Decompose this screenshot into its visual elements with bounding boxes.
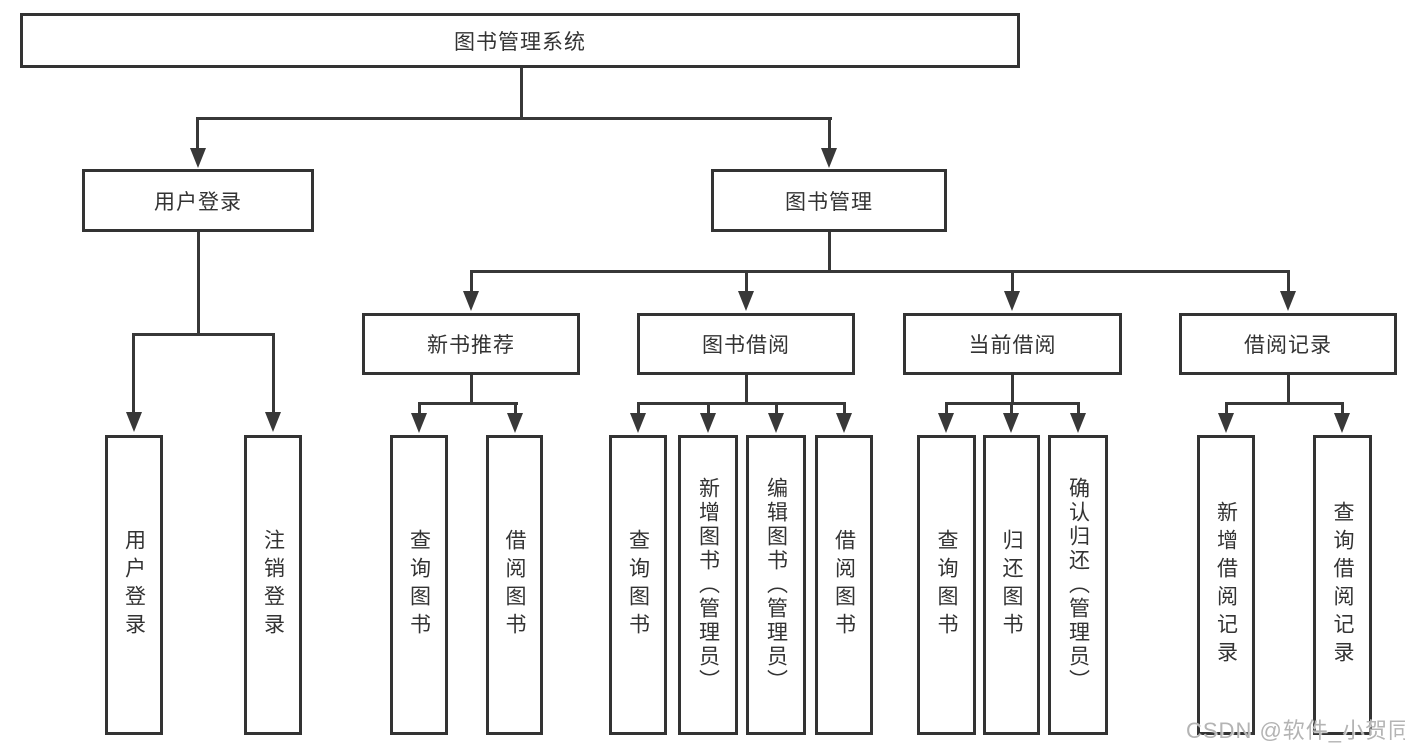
arrow-down-icon [1334,413,1350,433]
arrow-down-icon [463,291,479,311]
arrow-down-icon [938,413,954,433]
connector-drop-book-borrow [745,270,748,293]
csdn-watermark: CSDN @软件_小贺同学 [1186,718,1405,743]
arrow-down-icon [1003,413,1019,433]
connector-user-login-stem [197,232,200,335]
leaf-borrow-book-rec: 借阅图书 [486,435,543,735]
arrow-down-icon [738,291,754,311]
leaf-add-borrow-record-label: 新增借阅记录 [1214,501,1238,669]
leaf-add-book-admin: 新增图书（管理员） [678,435,738,735]
connector-drop [945,402,948,415]
node-borrow-records-label: 借阅记录 [1244,334,1332,357]
arrow-down-icon [821,148,837,168]
leaf-logout-label: 注销登录 [261,529,285,641]
connector-drop [1341,402,1344,415]
connector-root-rail [197,117,832,120]
arrow-down-icon [836,413,852,433]
connector-drop-borrow-records [1287,270,1290,293]
leaf-user-login-label: 用户登录 [122,529,146,641]
connector-drop [707,402,710,415]
leaf-borrow-book: 借阅图书 [815,435,873,735]
connector-drop [843,402,846,415]
connector-drop-new-book [470,270,473,293]
leaf-borrow-book-label: 借阅图书 [832,529,856,641]
connector-borrow-records-stem [1287,375,1290,405]
arrow-down-icon [1280,291,1296,311]
arrow-down-icon [768,413,784,433]
connector-book-borrow-stem [745,375,748,405]
leaf-query-borrow-record: 查询借阅记录 [1313,435,1372,735]
connector-drop-current-borrow [1011,270,1014,293]
arrow-down-icon [1218,413,1234,433]
node-current-borrow-label: 当前借阅 [968,334,1057,357]
node-user-login-label: 用户登录 [154,190,242,214]
node-book-borrow-label: 图书借阅 [702,334,790,357]
connector-new-book-rail [418,402,518,405]
leaf-add-borrow-record: 新增借阅记录 [1197,435,1255,735]
connector-drop [637,402,640,415]
leaf-return-book-label: 归还图书 [1000,529,1023,641]
node-book-borrow: 图书借阅 [637,313,855,375]
connector-borrow-records-rail [1225,402,1344,405]
connector-current-borrow-stem [1011,375,1014,405]
leaf-query-book-current-label: 查询图书 [935,529,958,641]
node-book-mgmt-label: 图书管理 [785,190,873,214]
arrow-down-icon [1070,413,1086,433]
node-user-login: 用户登录 [82,169,314,232]
node-borrow-records: 借阅记录 [1179,313,1397,375]
arrow-down-icon [411,413,427,433]
leaf-query-book-borrow-label: 查询图书 [626,529,650,641]
connector-drop-book-mgmt [828,117,831,150]
node-root: 图书管理系统 [20,13,1020,68]
leaf-add-book-admin-label: 新增图书（管理员） [696,477,720,693]
connector-book-borrow-rail [637,402,846,405]
leaf-user-login: 用户登录 [105,435,163,735]
leaf-query-book-borrow: 查询图书 [609,435,667,735]
leaf-query-book-rec-label: 查询图书 [407,529,431,641]
node-book-mgmt: 图书管理 [711,169,947,232]
connector-drop-leaf-logout [272,333,275,414]
leaf-query-book-current: 查询图书 [917,435,976,735]
arrow-down-icon [265,412,281,432]
connector-root-stem [520,68,523,119]
connector-drop [775,402,778,415]
leaf-edit-book-admin: 编辑图书（管理员） [746,435,806,735]
leaf-return-book: 归还图书 [983,435,1040,735]
connector-drop [1010,402,1013,415]
leaf-edit-book-admin-label: 编辑图书（管理员） [764,477,788,693]
node-root-label: 图书管理系统 [454,30,586,54]
connector-drop [1225,402,1228,415]
connector-new-book-stem [470,375,473,405]
connector-user-login-rail [132,333,275,336]
arrow-down-icon [1004,291,1020,311]
node-new-book-rec: 新书推荐 [362,313,580,375]
connector-drop [418,402,421,415]
leaf-query-borrow-record-label: 查询借阅记录 [1331,501,1354,669]
leaf-logout: 注销登录 [244,435,302,735]
node-new-book-rec-label: 新书推荐 [427,334,515,357]
node-current-borrow: 当前借阅 [903,313,1122,375]
arrow-down-icon [700,413,716,433]
arrow-down-icon [507,413,523,433]
arrow-down-icon [126,412,142,432]
connector-drop [1077,402,1080,415]
connector-drop-user-login [196,117,199,150]
arrow-down-icon [630,413,646,433]
leaf-borrow-book-rec-label: 借阅图书 [503,529,526,641]
connector-book-mgmt-rail [470,270,1290,273]
connector-book-mgmt-stem [828,232,831,273]
connector-drop-leaf-login [132,333,135,414]
leaf-confirm-return-admin: 确认归还（管理员） [1048,435,1108,735]
leaf-query-book-rec: 查询图书 [390,435,448,735]
arrow-down-icon [190,148,206,168]
leaf-confirm-return-admin-label: 确认归还（管理员） [1066,477,1090,693]
connector-drop [514,402,517,415]
